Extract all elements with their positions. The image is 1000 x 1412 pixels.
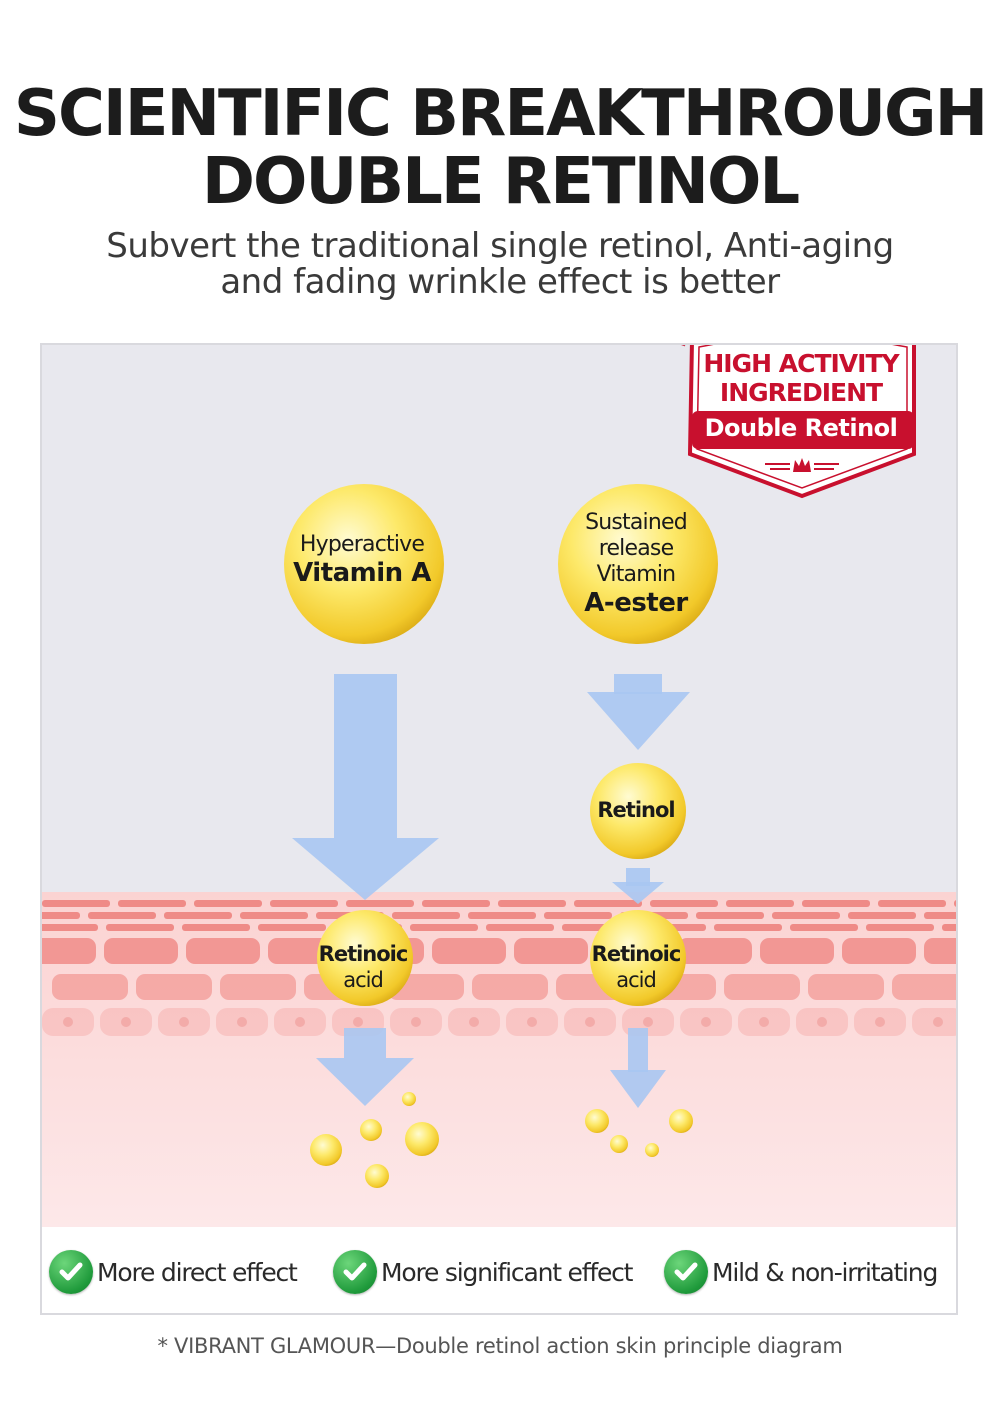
badge-line-1: HIGH ACTIVITY [703, 349, 899, 378]
badge-line-3: Double Retinol [704, 414, 898, 442]
diagram-panel: ★★★★★ [40, 343, 958, 1315]
label-retinoic-left: Retinoic [318, 942, 409, 966]
subtitle-line-2: and fading wrinkle effect is better [220, 262, 780, 302]
arrow-right-lower [610, 1028, 666, 1108]
check-icon [49, 1250, 93, 1294]
bubble-retinoic-acid-left [317, 910, 413, 1006]
arrow-left-lower [316, 1028, 414, 1106]
main-title-line-1: SCIENTIFIC BREAKTHROUGH [13, 77, 988, 151]
label-hyperactive-vitamin-a: Hyperactive Vitamin A [282, 532, 442, 588]
check-icon [664, 1250, 708, 1294]
badge-line-2: INGREDIENT [719, 378, 883, 407]
benefit-label: More significant effect [381, 1257, 633, 1287]
label-release: release [598, 536, 674, 561]
high-activity-badge: ★★★★★ [681, 345, 916, 499]
benefits-region [42, 1227, 956, 1313]
label-retinoic-right: Retinoic [591, 942, 682, 966]
bubble-retinol [590, 763, 686, 859]
label-vitamin: Vitamin [596, 562, 676, 587]
benefit-significant-effect: More significant effect [333, 1250, 633, 1294]
label-retinoic-acid-left: Retinoic acid [315, 941, 411, 993]
check-icon [333, 1250, 377, 1294]
arrow-right-top [587, 674, 690, 750]
subtitle-line-1: Subvert the traditional single retinol, … [106, 226, 894, 266]
benefit-label: More direct effect [97, 1257, 298, 1287]
arrow-right-middle [612, 868, 664, 904]
label-acid-left: acid [343, 968, 384, 992]
retinoic-acid-droplets [310, 1092, 693, 1188]
label-vitamin-a-ester: Sustained release Vitamin A-ester [556, 510, 716, 618]
benefit-label: Mild & non-irritating [712, 1257, 938, 1287]
label-sustained: Sustained [585, 510, 688, 535]
benefit-mild-non-irritating: Mild & non-irritating [664, 1250, 938, 1294]
footnote: * VIBRANT GLAMOUR—Double retinol action … [157, 1334, 843, 1358]
skin-cells [42, 900, 956, 1036]
label-acid-right: acid [616, 968, 657, 992]
label-vitamin-a: Vitamin A [293, 558, 431, 588]
benefit-direct-effect: More direct effect [49, 1250, 298, 1294]
main-title-line-2: DOUBLE RETINOL [201, 145, 800, 219]
skin-diagram: ★★★★★ [42, 345, 956, 1313]
label-retinoic-acid-right: Retinoic acid [588, 941, 684, 993]
bubble-hyperactive-vitamin-a [284, 484, 444, 644]
label-retinol: Retinol [597, 798, 675, 822]
label-a-ester: A-ester [584, 588, 688, 618]
bubble-vitamin-a-ester [558, 484, 718, 644]
arrow-left-main [292, 674, 439, 900]
bubble-retinoic-acid-right [590, 910, 686, 1006]
label-hyperactive: Hyperactive [299, 532, 425, 557]
